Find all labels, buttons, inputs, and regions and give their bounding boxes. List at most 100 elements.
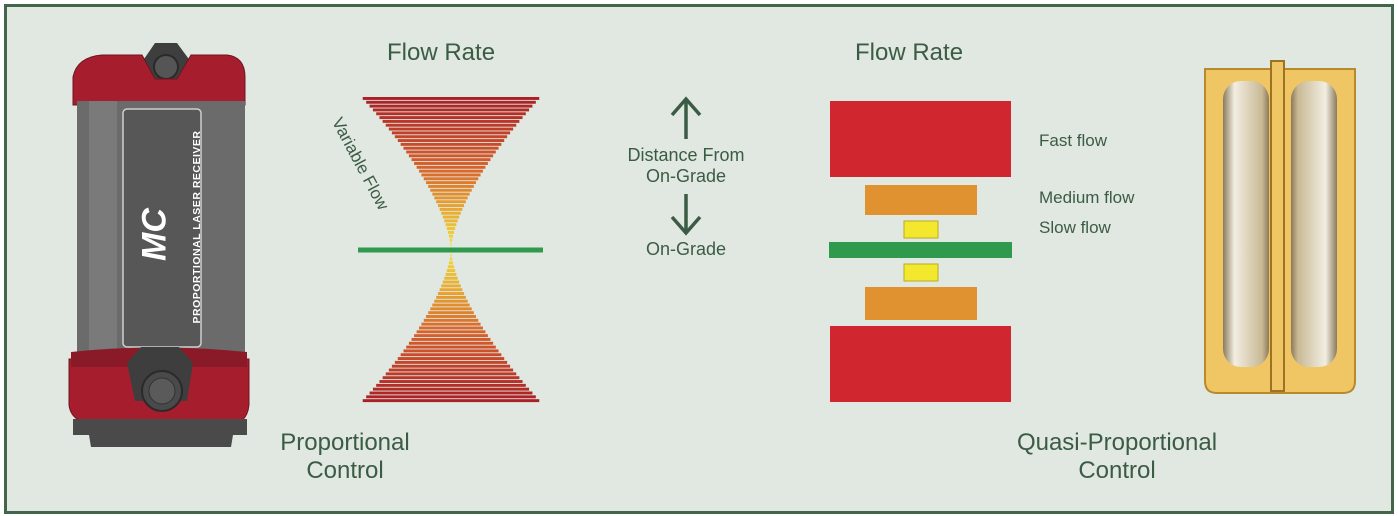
hourglass-stripe	[434, 196, 468, 200]
hourglass-stripe	[441, 284, 461, 288]
hourglass-stripe	[372, 387, 530, 391]
hourglass-stripe	[419, 169, 483, 173]
hourglass-stripe	[369, 104, 533, 108]
distance-line1: Distance From	[627, 145, 745, 165]
hourglass-stripe	[426, 315, 476, 318]
hourglass-stripe	[434, 299, 468, 303]
hourglass-stripe	[432, 192, 470, 196]
hourglass-stripe	[449, 257, 453, 261]
hourglass-stripe	[444, 219, 458, 223]
hourglass-stripe	[436, 200, 466, 204]
slow-flow-bar-bottom	[903, 263, 939, 282]
hourglass-stripe	[408, 154, 494, 158]
quasi-caption-line1: Quasi-Proportional	[1016, 429, 1218, 456]
receiver-base	[73, 419, 247, 447]
on-grade-label: On-Grade	[645, 239, 727, 259]
yellow-receiver-device	[1204, 60, 1356, 394]
receiver-top-button	[153, 54, 179, 80]
hourglass-stripe	[450, 253, 452, 257]
hourglass-stripe	[397, 139, 505, 142]
hourglass-stripe	[400, 353, 502, 357]
hourglass-stripe	[414, 334, 488, 338]
hourglass-stripe	[382, 119, 520, 123]
hourglass-stripe	[376, 383, 526, 387]
receiver-body-highlight	[89, 101, 117, 363]
mc-laser-receiver	[68, 43, 250, 447]
hourglass-stripe	[445, 223, 457, 227]
hourglass-stripe	[394, 135, 508, 139]
hourglass-stripe	[382, 376, 520, 380]
diagram-frame: MC PROPORTIONAL LASER RECEIVER Flow Rate…	[4, 4, 1394, 514]
hourglass-stripe	[449, 238, 453, 242]
fast-flow-label: Fast flow	[1039, 131, 1108, 150]
quasi-caption-line2: Control	[1078, 457, 1156, 484]
proportional-caption-line2: Control	[306, 457, 384, 484]
hourglass-stripe	[366, 100, 536, 104]
hourglass-stripe	[448, 261, 454, 265]
proportional-caption-line1: Proportional	[280, 429, 410, 456]
medium-flow-bar-bottom	[865, 287, 977, 320]
hourglass-stripe	[432, 303, 470, 307]
hourglass-stripe	[411, 337, 491, 341]
receiver-top-cap	[72, 54, 246, 106]
hourglass-stripe	[445, 272, 457, 276]
hourglass-stripe	[379, 116, 523, 120]
receiver-logo: MC	[135, 208, 174, 261]
distance-from-on-grade-label: Distance From On-Grade	[601, 145, 771, 187]
hourglass-stripe	[448, 234, 454, 238]
hourglass-stripe	[419, 326, 483, 330]
receiver-bottom-button-inner	[148, 377, 176, 405]
hourglass-stripe	[414, 162, 488, 165]
hourglass-stripe	[369, 391, 533, 395]
down-arrow-icon	[670, 194, 702, 236]
hourglass-stripe	[385, 123, 517, 127]
hourglass-stripe	[421, 322, 481, 326]
hourglass-stripe	[447, 265, 455, 269]
hourglass-stripe	[406, 345, 496, 349]
hourglass-stripe	[439, 288, 463, 292]
receiver-label-text: PROPORTIONAL LASER RECEIVER	[191, 130, 203, 324]
hourglass-stripe	[416, 330, 486, 334]
hourglass-stripe	[442, 280, 460, 284]
hourglass-stripe	[408, 341, 494, 345]
hourglass-stripe	[388, 368, 514, 372]
hourglass-stripe	[406, 150, 496, 154]
fast-flow-bar-top	[830, 101, 1011, 177]
distance-line2: On-Grade	[645, 166, 727, 186]
hourglass-stripe	[391, 364, 511, 368]
medium-flow-label: Medium flow	[1039, 188, 1135, 207]
hourglass-stripe	[403, 146, 499, 150]
yellow-device-right-window	[1291, 81, 1337, 367]
hourglass-stripe	[403, 349, 499, 353]
yellow-device-center-rail	[1270, 60, 1285, 392]
hourglass-stripe	[362, 399, 540, 403]
hourglass-stripe	[447, 230, 455, 234]
hourglass-stripe	[442, 215, 460, 219]
hourglass-stripe	[450, 242, 452, 246]
hourglass-stripe	[446, 269, 456, 273]
hourglass-stripe	[400, 142, 502, 146]
hourglass-stripe	[397, 357, 505, 361]
medium-flow-bar-top	[865, 185, 977, 215]
hourglass-stripe	[436, 295, 466, 299]
hourglass-stripe	[423, 177, 479, 181]
hourglass-stripe	[430, 307, 472, 311]
hourglass-stripe	[426, 181, 476, 185]
proportional-caption: Proportional Control	[255, 429, 435, 485]
slow-flow-label: Slow flow	[1039, 218, 1111, 237]
proportional-flow-hourglass	[362, 97, 540, 403]
hourglass-stripe	[423, 318, 479, 322]
hourglass-stripe	[394, 360, 508, 364]
slow-flow-bar-top	[903, 220, 939, 239]
hourglass-stripe	[441, 211, 461, 215]
hourglass-stripe	[366, 395, 536, 399]
hourglass-stripe	[379, 380, 523, 383]
hourglass-stripe	[391, 131, 511, 135]
hourglass-stripe	[437, 204, 465, 208]
on-grade-bar	[829, 242, 1012, 258]
hourglass-stripe	[428, 311, 474, 315]
quasi-proportional-caption: Quasi-Proportional Control	[977, 429, 1257, 485]
hourglass-stripe	[385, 372, 517, 376]
hourglass-stripe	[430, 188, 472, 192]
hourglass-stripe	[372, 108, 530, 112]
